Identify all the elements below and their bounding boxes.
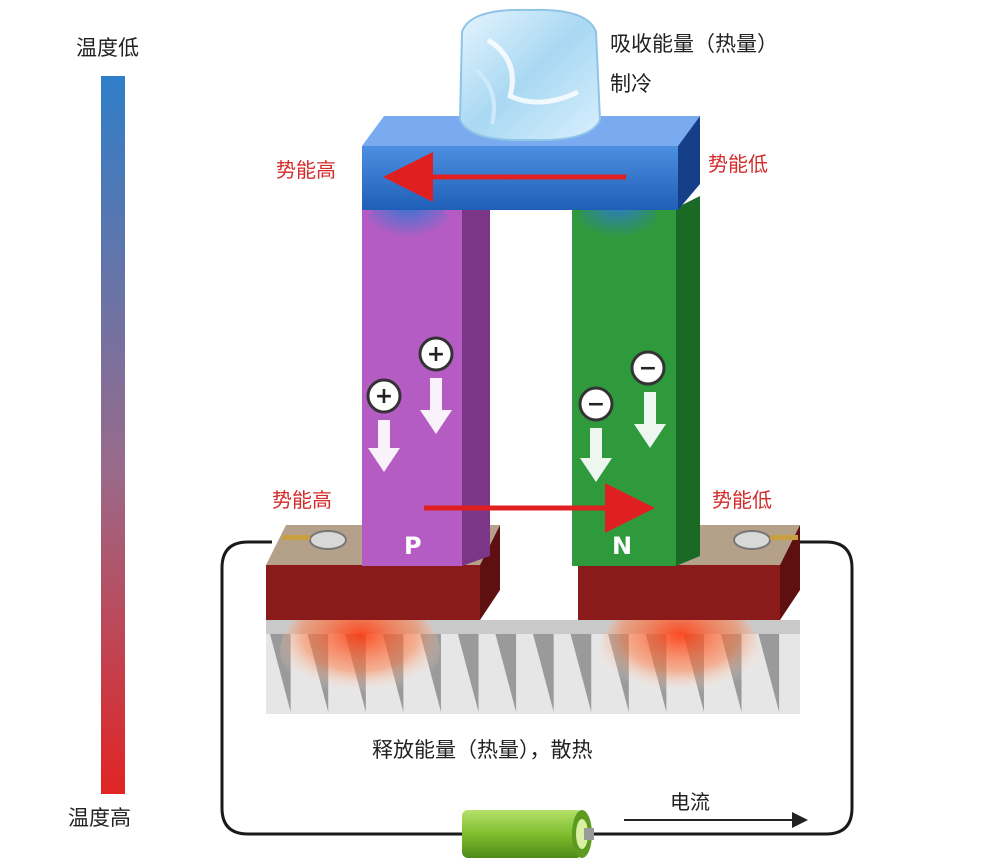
ice-cube bbox=[458, 8, 602, 142]
battery bbox=[462, 810, 594, 858]
heatsink-fin bbox=[570, 634, 592, 712]
current-label: 电流 bbox=[670, 790, 710, 814]
svg-text:−: − bbox=[639, 356, 657, 381]
temperature-high-label: 温度高 bbox=[68, 806, 131, 830]
electron-carrier-1: − bbox=[578, 386, 614, 422]
terminal-left bbox=[309, 530, 347, 550]
heat-glow-right bbox=[600, 600, 760, 700]
heat-glow-left bbox=[280, 600, 440, 700]
svg-text:+: + bbox=[375, 384, 393, 409]
electron-carrier-2: − bbox=[630, 350, 666, 386]
release-heat-label: 释放能量（热量），散热 bbox=[372, 738, 593, 762]
heatsink-fin bbox=[758, 634, 780, 712]
n-type-label: N bbox=[612, 532, 633, 560]
carrier-flow-arrows bbox=[368, 378, 666, 482]
temperature-scale-bar bbox=[101, 76, 125, 794]
heatsink-fin bbox=[533, 634, 554, 712]
svg-text:−: − bbox=[587, 392, 605, 417]
hole-carrier-1: + bbox=[366, 378, 402, 414]
potential-high-top: 势能高 bbox=[276, 158, 336, 182]
hole-carrier-2: + bbox=[418, 336, 454, 372]
heatsink-fin bbox=[457, 634, 479, 712]
heatsink bbox=[266, 600, 800, 714]
terminal-right bbox=[733, 530, 771, 550]
potential-low-top: 势能低 bbox=[708, 152, 768, 176]
potential-high-bottom: 势能高 bbox=[272, 488, 332, 512]
cooling-label: 制冷 bbox=[610, 72, 652, 96]
svg-text:+: + bbox=[427, 342, 445, 367]
temperature-low-label: 温度低 bbox=[76, 36, 139, 60]
heatsink-fin bbox=[495, 634, 517, 712]
circuit-wire bbox=[220, 540, 854, 836]
p-type-label: P bbox=[404, 532, 422, 560]
absorb-heat-label: 吸收能量（热量） bbox=[610, 32, 778, 56]
potential-low-bottom: 势能低 bbox=[712, 488, 772, 512]
